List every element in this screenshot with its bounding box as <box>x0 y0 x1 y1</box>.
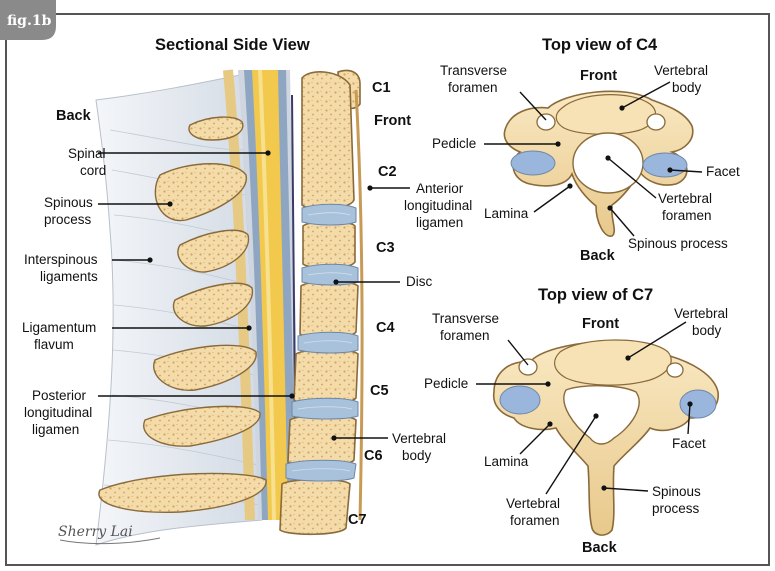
c7-transverse-foramen-left <box>519 359 537 375</box>
c4-vertebral-body-label-2: body <box>672 80 702 95</box>
spinous-process-dot <box>167 201 172 206</box>
c4-lamina-dot <box>567 183 572 188</box>
c7-spinous-process-dot <box>601 485 606 490</box>
spinal-cord-dot <box>265 150 270 155</box>
c4-transverse-foramen-label-1: Transverse <box>440 63 507 78</box>
figure-tag: fig.1b <box>0 0 56 40</box>
c7-vertebral-body-label-1: Vertebral <box>674 306 728 321</box>
c6-body <box>288 416 356 467</box>
c4-pedicle-label: Pedicle <box>432 136 476 151</box>
c7-spinous-process-label-2: process <box>652 501 700 516</box>
c4-lamina-label: Lamina <box>484 206 529 221</box>
c7-vertebral-foramen-label-2: foramen <box>510 513 560 528</box>
label-c6: C6 <box>364 448 383 464</box>
c7-transverse-foramen-right <box>667 363 683 377</box>
disc-label: Disc <box>406 274 432 289</box>
c5-body <box>294 350 358 405</box>
c4-facet-right <box>643 153 687 177</box>
side-view-title: Sectional Side View <box>155 36 310 54</box>
c7-vertebral-body-label-2: body <box>692 323 722 338</box>
posterior-ligament-label-2: longitudinal <box>24 405 92 420</box>
c7-lamina-label: Lamina <box>484 454 529 469</box>
c7-body-surface <box>555 340 672 385</box>
interspinous-label-2: ligaments <box>40 269 98 284</box>
c4-lamina-leader <box>534 186 570 212</box>
label-c1: C1 <box>372 80 391 96</box>
c4-front-label: Front <box>580 68 617 84</box>
c7-facet-left <box>500 386 540 414</box>
c4-transverse-foramen-left <box>537 114 555 130</box>
spinous-process-label-2: process <box>44 212 92 227</box>
c4-spinous-process-label: Spinous process <box>628 236 728 251</box>
c7-vertebral-foramen-dot <box>593 413 598 418</box>
anterior-ligament-label-1: Anterior <box>416 181 464 196</box>
anterior-ligament-label-2: longitudinal <box>404 198 472 213</box>
c7-facet-right <box>680 390 716 418</box>
side-back-label: Back <box>56 108 92 124</box>
c7-vertebral-body-dot <box>625 355 630 360</box>
interspinous-dot <box>147 257 152 262</box>
spinous-process-label-1: Spinous <box>44 195 93 210</box>
posterior-ligament-label-1: Posterior <box>32 388 87 403</box>
spinal-cord-label-2: cord <box>80 163 106 178</box>
side-vertebral-body-label-1: Vertebral <box>392 431 446 446</box>
c7-back-label: Back <box>582 540 618 556</box>
c4-pedicle-dot <box>555 141 560 146</box>
c4-vertebral-foramen-dot <box>605 155 610 160</box>
c4-facet-label: Facet <box>706 164 740 179</box>
c4-transverse-foramen-right <box>647 114 665 130</box>
anterior-ligament-dot <box>367 185 372 190</box>
c4-facet-left <box>511 151 555 175</box>
c7-transverse-foramen-leader <box>508 340 528 365</box>
side-view: Sectional Side View <box>22 36 472 545</box>
label-c4: C4 <box>376 320 395 336</box>
anterior-ligament-label-3: ligamen <box>416 215 463 230</box>
posterior-ligament-label-3: ligamen <box>32 422 79 437</box>
c4-vertebral-body-label-1: Vertebral <box>654 63 708 78</box>
side-vertebral-body-label-2: body <box>402 448 432 463</box>
disc-dot <box>333 279 338 284</box>
c7-lamina-dot <box>547 421 552 426</box>
c4-top-view: Top view of C4 Front Back Transverse for… <box>432 36 740 264</box>
c7-top-view: Top view of C7 Front Back Transverse for… <box>424 286 728 556</box>
c4-facet-dot <box>667 167 672 172</box>
c7-facet-label: Facet <box>672 436 706 451</box>
c7-title: Top view of C7 <box>538 286 653 304</box>
figure-tag-text: fig.1b <box>7 13 52 29</box>
c2-body <box>302 72 354 209</box>
ligamentum-flavum-label-2: flavum <box>34 337 74 352</box>
c7-front-label: Front <box>582 316 619 332</box>
ligamentum-flavum-label-1: Ligamentum <box>22 320 96 335</box>
c7-spinous-process-label-1: Spinous <box>652 484 701 499</box>
c3-body <box>303 222 355 269</box>
c4-vertebral-foramen-label-2: foramen <box>662 208 712 223</box>
label-c7: C7 <box>348 512 367 528</box>
side-front-label: Front <box>374 113 411 129</box>
side-vertebral-body-dot <box>331 435 336 440</box>
c4-transverse-foramen-label-2: foramen <box>448 80 498 95</box>
posterior-ligament-dot <box>289 393 294 398</box>
c7-body <box>280 480 350 535</box>
label-c3: C3 <box>376 240 395 256</box>
c7-vertebral-foramen-label-1: Vertebral <box>506 496 560 511</box>
c4-title: Top view of C4 <box>542 36 658 54</box>
label-c2: C2 <box>378 164 397 180</box>
c4-vertebral-foramen-label-1: Vertebral <box>658 191 712 206</box>
c4-vertebral-foramen-hole <box>573 133 643 193</box>
c4-back-label: Back <box>580 248 616 264</box>
c7-transverse-foramen-label-1: Transverse <box>432 311 499 326</box>
interspinous-label-1: Interspinous <box>24 252 98 267</box>
c7-facet-dot <box>687 401 692 406</box>
signature-text: Sherry Lai <box>58 524 133 540</box>
c7-pedicle-dot <box>545 381 550 386</box>
c4-spinous-process-dot <box>607 205 612 210</box>
c7-pedicle-label: Pedicle <box>424 376 468 391</box>
c4-vertebral-body-dot <box>619 105 624 110</box>
c7-transverse-foramen-label-2: foramen <box>440 328 490 343</box>
c4-body <box>300 282 358 339</box>
ligamentum-flavum-dot <box>246 325 251 330</box>
label-c5: C5 <box>370 383 389 399</box>
